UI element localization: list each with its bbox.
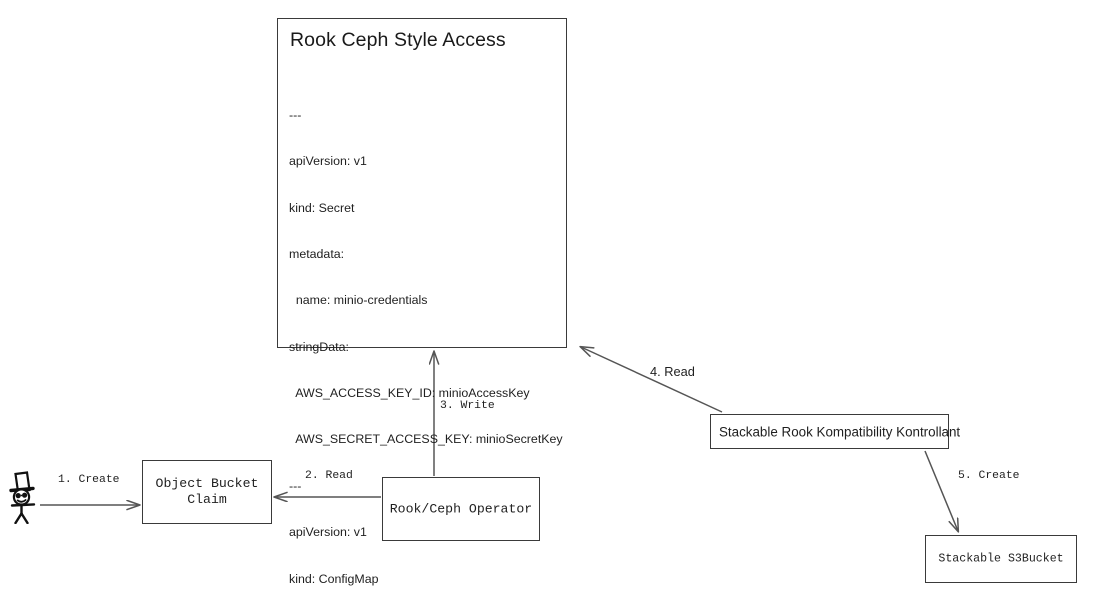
edge-label-4-read: 4. Read [650,364,695,379]
edge-5-create [924,450,958,531]
yaml-line: metadata: [289,246,345,261]
node-stackable-s3bucket[interactable]: Stackable S3Bucket [925,535,1077,583]
rook-ceph-style-access-card[interactable]: Rook Ceph Style Access --- apiVersion: v… [277,18,567,586]
yaml-line: kind: ConfigMap [289,571,379,586]
yaml-line: --- [289,107,302,122]
node-object-bucket-claim[interactable]: Object Bucket Claim [142,460,272,524]
yaml-card-body: --- apiVersion: v1 kind: Secret metadata… [289,77,563,591]
edge-label-2-read: 2. Read [305,470,353,482]
user-actor-icon [9,471,36,524]
rook-ceph-operator-label: Rook/Ceph Operator [389,501,533,517]
node-stackable-rook-kompatibility-kontrollant[interactable]: Stackable Rook Kompatibility Kontrollant [710,414,960,449]
yaml-line: AWS_SECRET_ACCESS_KEY: minioSecretKey [289,432,563,447]
stackable-s3bucket-label: Stackable S3Bucket [938,552,1064,566]
glasses-icon [15,492,28,499]
yaml-line: AWS_ACCESS_KEY_ID: minioAccessKey [289,386,530,401]
yaml-line: name: minio-credentials [289,293,428,308]
yaml-line: apiVersion: v1 [289,525,367,540]
yaml-line: --- [289,478,302,493]
arms-icon [10,503,36,507]
edge-4-read [581,347,723,413]
node-rook-ceph-operator[interactable]: Rook/Ceph Operator [382,477,540,541]
smile-icon [16,499,27,503]
srkk-label: Stackable Rook Kompatibility Kontrollant [719,424,961,439]
edge-label-5-create: 5. Create [958,470,1020,482]
yaml-line: apiVersion: v1 [289,154,367,169]
yaml-line: stringData: [289,339,349,354]
object-bucket-claim-label: Object Bucket Claim [155,476,259,507]
yaml-card-title: Rook Ceph Style Access [290,29,506,51]
right-leg-icon [20,512,29,524]
yaml-line: kind: Secret [289,200,355,215]
left-leg-icon [14,512,23,524]
edge-label-3-write: 3. Write [440,400,495,412]
edge-label-1-create: 1. Create [58,474,120,486]
